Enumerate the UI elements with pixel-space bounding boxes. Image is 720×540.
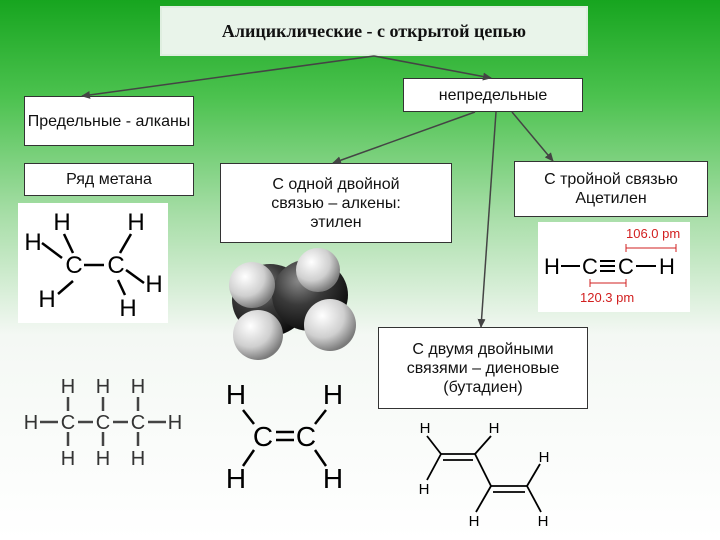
model-hydrogen (296, 248, 340, 292)
atom-h: H (420, 420, 431, 437)
atom-h: H (145, 271, 162, 298)
atom-c: C (582, 254, 598, 279)
box-alkynes: С тройной связью Ацетилен (514, 161, 708, 217)
atom-c: C (253, 421, 273, 452)
box-alkenes-text: С одной двойной связью – алкены: этилен (271, 175, 401, 231)
atom-h: H (96, 448, 110, 470)
butadiene-structure (426, 435, 542, 513)
atom-c: C (107, 252, 124, 279)
atom-h: H (119, 295, 136, 322)
ethane-atoms: H H H C C H H H (24, 209, 162, 322)
atom-h: H (659, 254, 675, 279)
atom-h: H (168, 412, 182, 434)
atom-c: C (96, 412, 110, 434)
atom-h: H (323, 463, 343, 494)
cc-bond-length: 120.3 pm (580, 290, 634, 305)
model-hydrogen (229, 262, 275, 308)
box-alkenes: С одной двойной связью – алкены: этилен (220, 163, 452, 243)
model-hydrogen (304, 299, 356, 351)
atom-h: H (538, 513, 549, 530)
acetylene-atoms: H C C H (544, 254, 675, 279)
arrows (81, 55, 554, 328)
atom-h: H (226, 463, 246, 494)
atom-h: H (24, 412, 38, 434)
propane-atoms: H H H H C C C H H H H (24, 376, 182, 470)
box-saturated-text: Предельные - алканы (27, 112, 191, 130)
box-unsaturated: непредельные (403, 78, 583, 112)
diagram-title: Алициклические - с открытой цепью (160, 6, 588, 56)
atom-h: H (544, 254, 560, 279)
arrow-to-dienes (477, 111, 497, 328)
atom-h: H (61, 448, 75, 470)
arrow-to-alkenes (332, 111, 476, 165)
box-alkynes-text: С тройной связью Ацетилен (544, 171, 678, 207)
box-unsaturated-text: непредельные (438, 86, 548, 104)
arrow-to-alkynes (511, 111, 554, 162)
propane-structure (40, 397, 166, 446)
arrow-to-saturated (81, 55, 375, 99)
atom-h: H (38, 286, 55, 313)
atom-h: H (323, 379, 343, 410)
arrow-to-unsaturated (373, 55, 492, 81)
atom-c: C (131, 412, 145, 434)
atom-h: H (419, 481, 430, 498)
atom-h: H (489, 420, 500, 437)
atom-c: C (61, 412, 75, 434)
box-dienes-text: С двумя двойными связями – диеновые (бут… (406, 340, 560, 396)
atom-h: H (469, 513, 480, 530)
box-methane-series: Ряд метана (24, 163, 194, 196)
atom-h: H (131, 376, 145, 398)
box-saturated: Предельные - алканы (24, 96, 194, 146)
ethylene-structure (241, 409, 328, 467)
box-dienes: С двумя двойными связями – диеновые (бут… (378, 327, 588, 409)
atom-h: H (24, 229, 41, 256)
butadiene-atoms: H H H H H H (419, 420, 550, 530)
diagram-title-text: Алициклические - с открытой цепью (221, 20, 527, 41)
atom-h: H (226, 379, 246, 410)
atom-h: H (96, 376, 110, 398)
ch-bond-length: 106.0 pm (626, 226, 680, 241)
ethylene-3d-model (229, 248, 356, 360)
atom-h: H (127, 209, 144, 236)
atom-c: C (65, 252, 82, 279)
atom-h: H (61, 376, 75, 398)
acetylene-dimensions (589, 244, 677, 287)
atom-c: C (618, 254, 634, 279)
atom-h: H (53, 209, 70, 236)
ethane-structure (41, 233, 145, 296)
ethane-panel (18, 203, 168, 323)
atom-h: H (539, 449, 550, 466)
atom-h: H (131, 448, 145, 470)
atom-c: C (296, 421, 316, 452)
box-methane-series-text: Ряд метана (66, 171, 152, 188)
ethylene-atoms: H H C C H H (226, 379, 343, 494)
acetylene-structure (561, 260, 656, 272)
model-hydrogen (233, 310, 283, 360)
